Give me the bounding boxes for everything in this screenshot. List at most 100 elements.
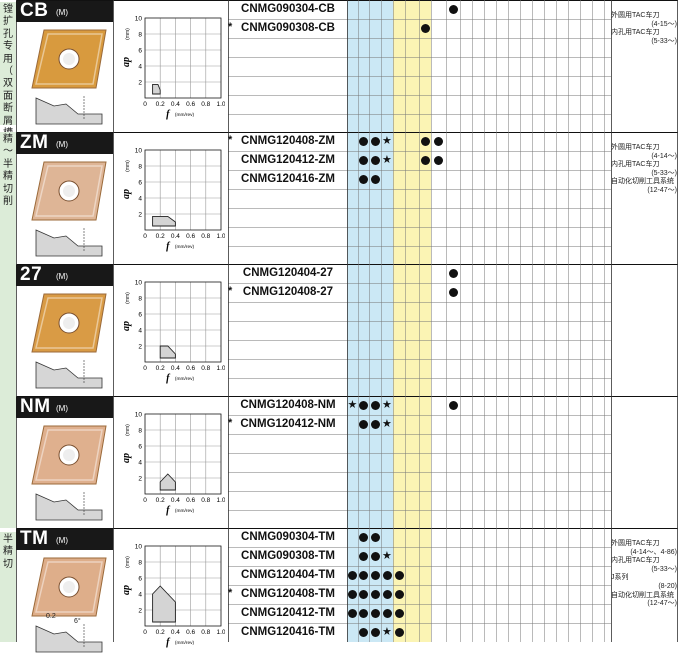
availability-dot	[448, 401, 458, 410]
model-code: CNMG090308-TM	[241, 550, 335, 562]
chart-ytick: 6	[138, 180, 142, 187]
availability-dot	[420, 156, 430, 165]
series-badge: TM(M)	[16, 528, 113, 550]
model-code: *CNMG120408-ZM	[228, 134, 335, 147]
availability-dot	[448, 288, 458, 297]
table-grid	[16, 0, 678, 642]
series-badge: ZM (M)	[16, 132, 113, 154]
chart-xtick: 0.8	[201, 233, 210, 240]
availability-dot	[370, 175, 380, 184]
series-code: NM	[20, 396, 51, 417]
priority-star: ★	[382, 550, 392, 562]
chart-ylabel: ap	[121, 189, 132, 199]
chart-ylabel: ap	[121, 57, 132, 67]
side-strip	[0, 132, 16, 528]
recommended-asterisk: *	[228, 587, 233, 599]
side-label: 半 精 切	[3, 534, 13, 570]
chart-ytick: 4	[138, 460, 142, 467]
chart-yunit: (mm)	[125, 292, 131, 304]
chipbreaker-profile-diagram	[35, 228, 103, 257]
chart-xtick: 0.8	[201, 365, 210, 372]
chart-xtick: 0	[143, 629, 147, 636]
chart-xtick: 0.6	[186, 365, 195, 372]
availability-dot	[370, 137, 380, 146]
chart-ytick: 2	[138, 80, 142, 87]
chart-xtick: 0.4	[171, 629, 180, 636]
chart-ytick: 2	[138, 344, 142, 351]
chart-ytick: 10	[135, 16, 143, 23]
chart-xtick: 1.0	[216, 629, 225, 636]
chart-xtick: 0	[143, 233, 147, 240]
series-mark: (M)	[56, 140, 68, 149]
chart-ylabel: ap	[121, 585, 132, 595]
insert-photo	[31, 29, 107, 89]
chart-xtick: 0.4	[171, 365, 180, 372]
chart-xunit: (mm/rev)	[175, 112, 195, 118]
chipbreaker-profile-diagram	[35, 492, 103, 521]
dimension-label: 6°	[74, 618, 81, 625]
model-code: CNMG120408-NM	[240, 399, 336, 411]
side-strip	[0, 532, 16, 642]
availability-dot	[359, 175, 368, 184]
chart-xtick: 0.2	[156, 233, 165, 240]
chart-yunit: (mm)	[125, 556, 131, 568]
series-code: ZM	[20, 132, 49, 153]
model-code: CNMG120412-TM	[241, 607, 335, 619]
chart-xtick: 0.6	[186, 101, 195, 108]
chart-xtick: 1.0	[216, 233, 225, 240]
chart-ytick: 6	[138, 576, 142, 583]
availability-dot	[359, 552, 368, 561]
insert-photo	[31, 161, 107, 221]
availability-dot	[370, 590, 380, 599]
availability-dot	[394, 609, 404, 618]
chart-xunit: (mm/rev)	[175, 508, 195, 514]
availability-dot	[370, 156, 380, 165]
chart-ytick: 2	[138, 608, 142, 615]
priority-star: ★	[382, 154, 392, 166]
chart-xtick: 1.0	[216, 365, 225, 372]
cutting-range-area	[152, 83, 161, 95]
side-strip	[0, 2, 16, 125]
chart-xtick: 0	[143, 365, 147, 372]
chart-xlabel: f	[166, 373, 171, 384]
availability-dot	[370, 609, 380, 618]
series-mark: (M)	[56, 8, 68, 17]
availability-dot	[394, 590, 404, 599]
chart-ytick: 8	[138, 428, 142, 435]
chart-xtick: 0.2	[156, 365, 165, 372]
availability-dot	[370, 571, 380, 580]
availability-dot	[370, 401, 380, 410]
availability-dot	[370, 628, 380, 637]
availability-dot	[370, 533, 380, 542]
recommended-asterisk: *	[228, 134, 233, 146]
availability-dot	[359, 137, 368, 146]
catalog-reference: 内孔用TAC车刀	[611, 557, 660, 565]
availability-dot	[382, 609, 392, 618]
recommended-asterisk: *	[228, 417, 233, 429]
chart-yunit: (mm)	[125, 424, 131, 436]
availability-dot	[382, 590, 392, 599]
availability-dot	[448, 269, 458, 278]
availability-dot	[370, 420, 380, 429]
catalog-reference: 外圆用TAC车刀	[611, 12, 660, 19]
chart-ytick: 6	[138, 312, 142, 319]
chart-ytick: 8	[138, 164, 142, 171]
chart-xtick: 0	[143, 101, 147, 108]
chart-xtick: 1.0	[216, 497, 225, 504]
chart-xlabel: f	[166, 241, 171, 252]
chart-ytick: 10	[135, 148, 143, 155]
chipbreaker-profile-diagram	[35, 360, 103, 389]
side-label: 精 ～ 半 精 切 削	[3, 134, 13, 208]
catalog-reference: J系列	[611, 574, 629, 582]
chart-xtick: 0.6	[186, 233, 195, 240]
chart-ytick: 4	[138, 592, 142, 599]
chart-ytick: 10	[135, 280, 143, 287]
catalog-reference: (5-33～)	[651, 565, 677, 573]
chart-ytick: 2	[138, 212, 142, 219]
chart-ytick: 8	[138, 296, 142, 303]
availability-dot	[382, 571, 392, 580]
cutting-range-area	[159, 473, 176, 491]
